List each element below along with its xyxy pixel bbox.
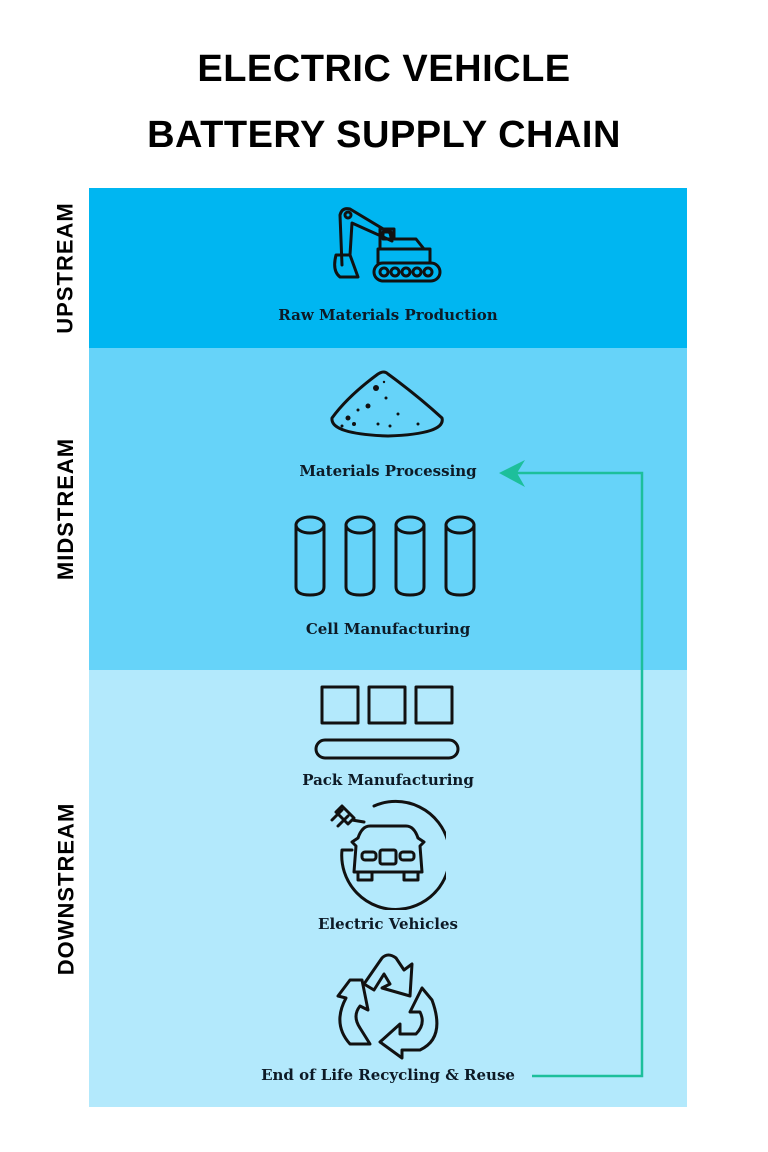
- step-cell-manufacturing: Cell Manufacturing: [305, 620, 471, 638]
- step-raw-materials-production: Raw Materials Production: [278, 306, 498, 324]
- battery-cells-icon: [294, 515, 476, 597]
- midstream-band: [89, 348, 687, 670]
- upstream-band: [89, 188, 687, 348]
- step-pack-manufacturing: Pack Manufacturing: [302, 771, 474, 789]
- step-electric-vehicles: Electric Vehicles: [318, 915, 458, 933]
- powder-pile-icon: [330, 370, 444, 438]
- title-line-2: BATTERY SUPPLY CHAIN: [147, 114, 621, 156]
- arrowhead-icon: [499, 460, 525, 487]
- step-materials-processing: Materials Processing: [299, 462, 477, 480]
- excavator-icon: [333, 207, 442, 283]
- recycle-icon: [336, 953, 439, 1060]
- title-line-1: ELECTRIC VEHICLE: [197, 48, 571, 90]
- step-end-of-life-recycling: End of Life Recycling & Reuse: [261, 1066, 515, 1084]
- battery-pack-icon: [314, 685, 460, 760]
- electric-car-icon: [330, 799, 446, 910]
